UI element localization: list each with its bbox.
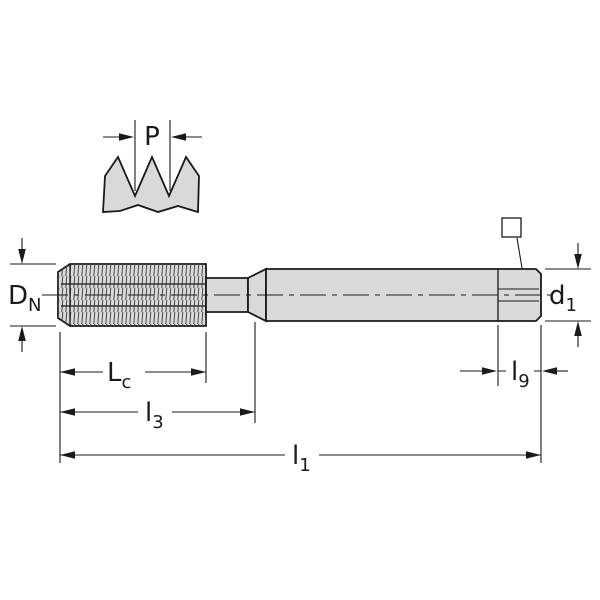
l3-arrowhead-right <box>240 408 255 416</box>
l1-label-background <box>285 439 319 473</box>
square-length-label: l9 <box>511 357 530 392</box>
square-length-sub: 9 <box>518 371 529 392</box>
d1-arrowhead-top <box>574 254 582 269</box>
d1-arrowhead-bottom <box>574 321 582 336</box>
pitch-label: P <box>144 122 160 152</box>
shank-diameter-label: d1 <box>549 281 577 316</box>
length-l3-dimension: l3 <box>60 322 256 433</box>
l9-label-background <box>506 356 534 388</box>
thread-length-dimension: Lc <box>59 332 207 463</box>
thread-length-main: L <box>107 358 122 388</box>
l1-arrowhead-right <box>526 451 541 459</box>
thread-length-label: Lc <box>107 358 131 393</box>
overall-length-sub: 1 <box>299 455 310 476</box>
overall-length-label: l1 <box>292 441 311 476</box>
square-length-main: l <box>511 357 518 387</box>
length-l3-label: l3 <box>145 398 164 433</box>
overall-length-dimension: l1 <box>60 325 542 476</box>
square-length-dimension: l9 <box>460 325 568 392</box>
l1-arrowhead-left <box>60 451 75 459</box>
l3-arrowhead-left <box>60 408 75 416</box>
lc-arrowhead-left <box>60 368 75 376</box>
length-l3-sub: 3 <box>152 412 163 433</box>
square-drive-symbol <box>501 217 522 238</box>
dn-arrowhead-bottom <box>18 326 26 341</box>
shank-diameter-sub: 1 <box>566 295 577 316</box>
lc-label-background <box>103 356 145 388</box>
nominal-diameter-sub: N <box>28 295 41 316</box>
nominal-diameter-dimension: DN <box>8 238 56 352</box>
shank-diameter-dimension: d1 <box>545 243 591 347</box>
l9-arrowhead-right <box>542 367 557 375</box>
lc-arrowhead-right <box>191 368 206 376</box>
square-drive-leader-line <box>516 237 523 269</box>
l3-label-background <box>138 396 172 430</box>
square-drive-callout <box>501 217 523 269</box>
thread-length-sub: c <box>122 372 132 393</box>
l9-arrowhead-left <box>482 367 497 375</box>
thread-profile-shape <box>102 154 200 214</box>
shank-diameter-main: d <box>549 281 566 311</box>
pitch-dimension: P <box>103 120 202 191</box>
pitch-arrowhead-left <box>119 133 134 141</box>
overall-length-main: l <box>292 441 299 471</box>
length-l3-main: l <box>145 398 152 428</box>
nominal-diameter-label: DN <box>8 281 42 316</box>
dn-arrowhead-top <box>18 249 26 264</box>
thread-profile-detail: P <box>102 120 202 214</box>
nominal-diameter-main: D <box>8 281 28 311</box>
pitch-arrowhead-right <box>171 133 186 141</box>
